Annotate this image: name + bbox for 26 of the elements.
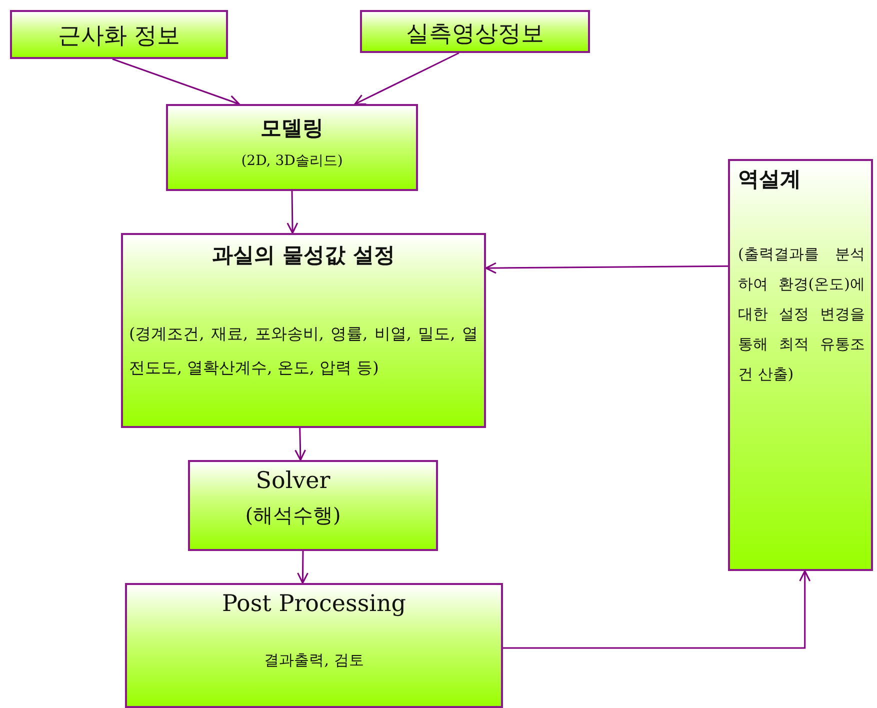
arrow	[503, 570, 811, 649]
box-text: 결과출력, 검토	[263, 651, 365, 670]
process-box	[10, 10, 228, 59]
arrow	[297, 551, 309, 584]
box-text: (해석수행)	[244, 502, 342, 529]
process-box	[166, 104, 418, 191]
process-box	[121, 233, 486, 428]
process-box	[360, 10, 590, 53]
box-heading: 모델링	[260, 114, 324, 142]
arrow	[294, 428, 306, 461]
box-heading: 과실의 물성값 설정	[211, 241, 396, 269]
box-text: (경계조건, 재료, 포와송비, 영률, 비열, 밀도, 열전도도, 열확산계수, 온도, 압력 등)	[129, 323, 478, 379]
box-text: (2D, 3D솔리드)	[240, 152, 344, 170]
arrow	[354, 52, 460, 105]
arrow	[112, 58, 240, 106]
box-heading: Post Processing	[220, 591, 408, 617]
arrow	[286, 190, 298, 234]
box-heading: 실측영상정보	[405, 20, 545, 49]
process-box	[125, 583, 503, 708]
box-text: (출력결과를 분석하여 환경(온도)에 대한 설정 변경을 통해 최적 유통조건 산출)	[738, 244, 865, 385]
box-heading: 역설계	[738, 165, 802, 193]
box-heading: Solver	[254, 468, 332, 494]
box-heading: 근사화 정보	[56, 22, 182, 51]
arrow	[485, 262, 728, 274]
process-box	[188, 460, 438, 551]
process-box	[728, 159, 873, 571]
